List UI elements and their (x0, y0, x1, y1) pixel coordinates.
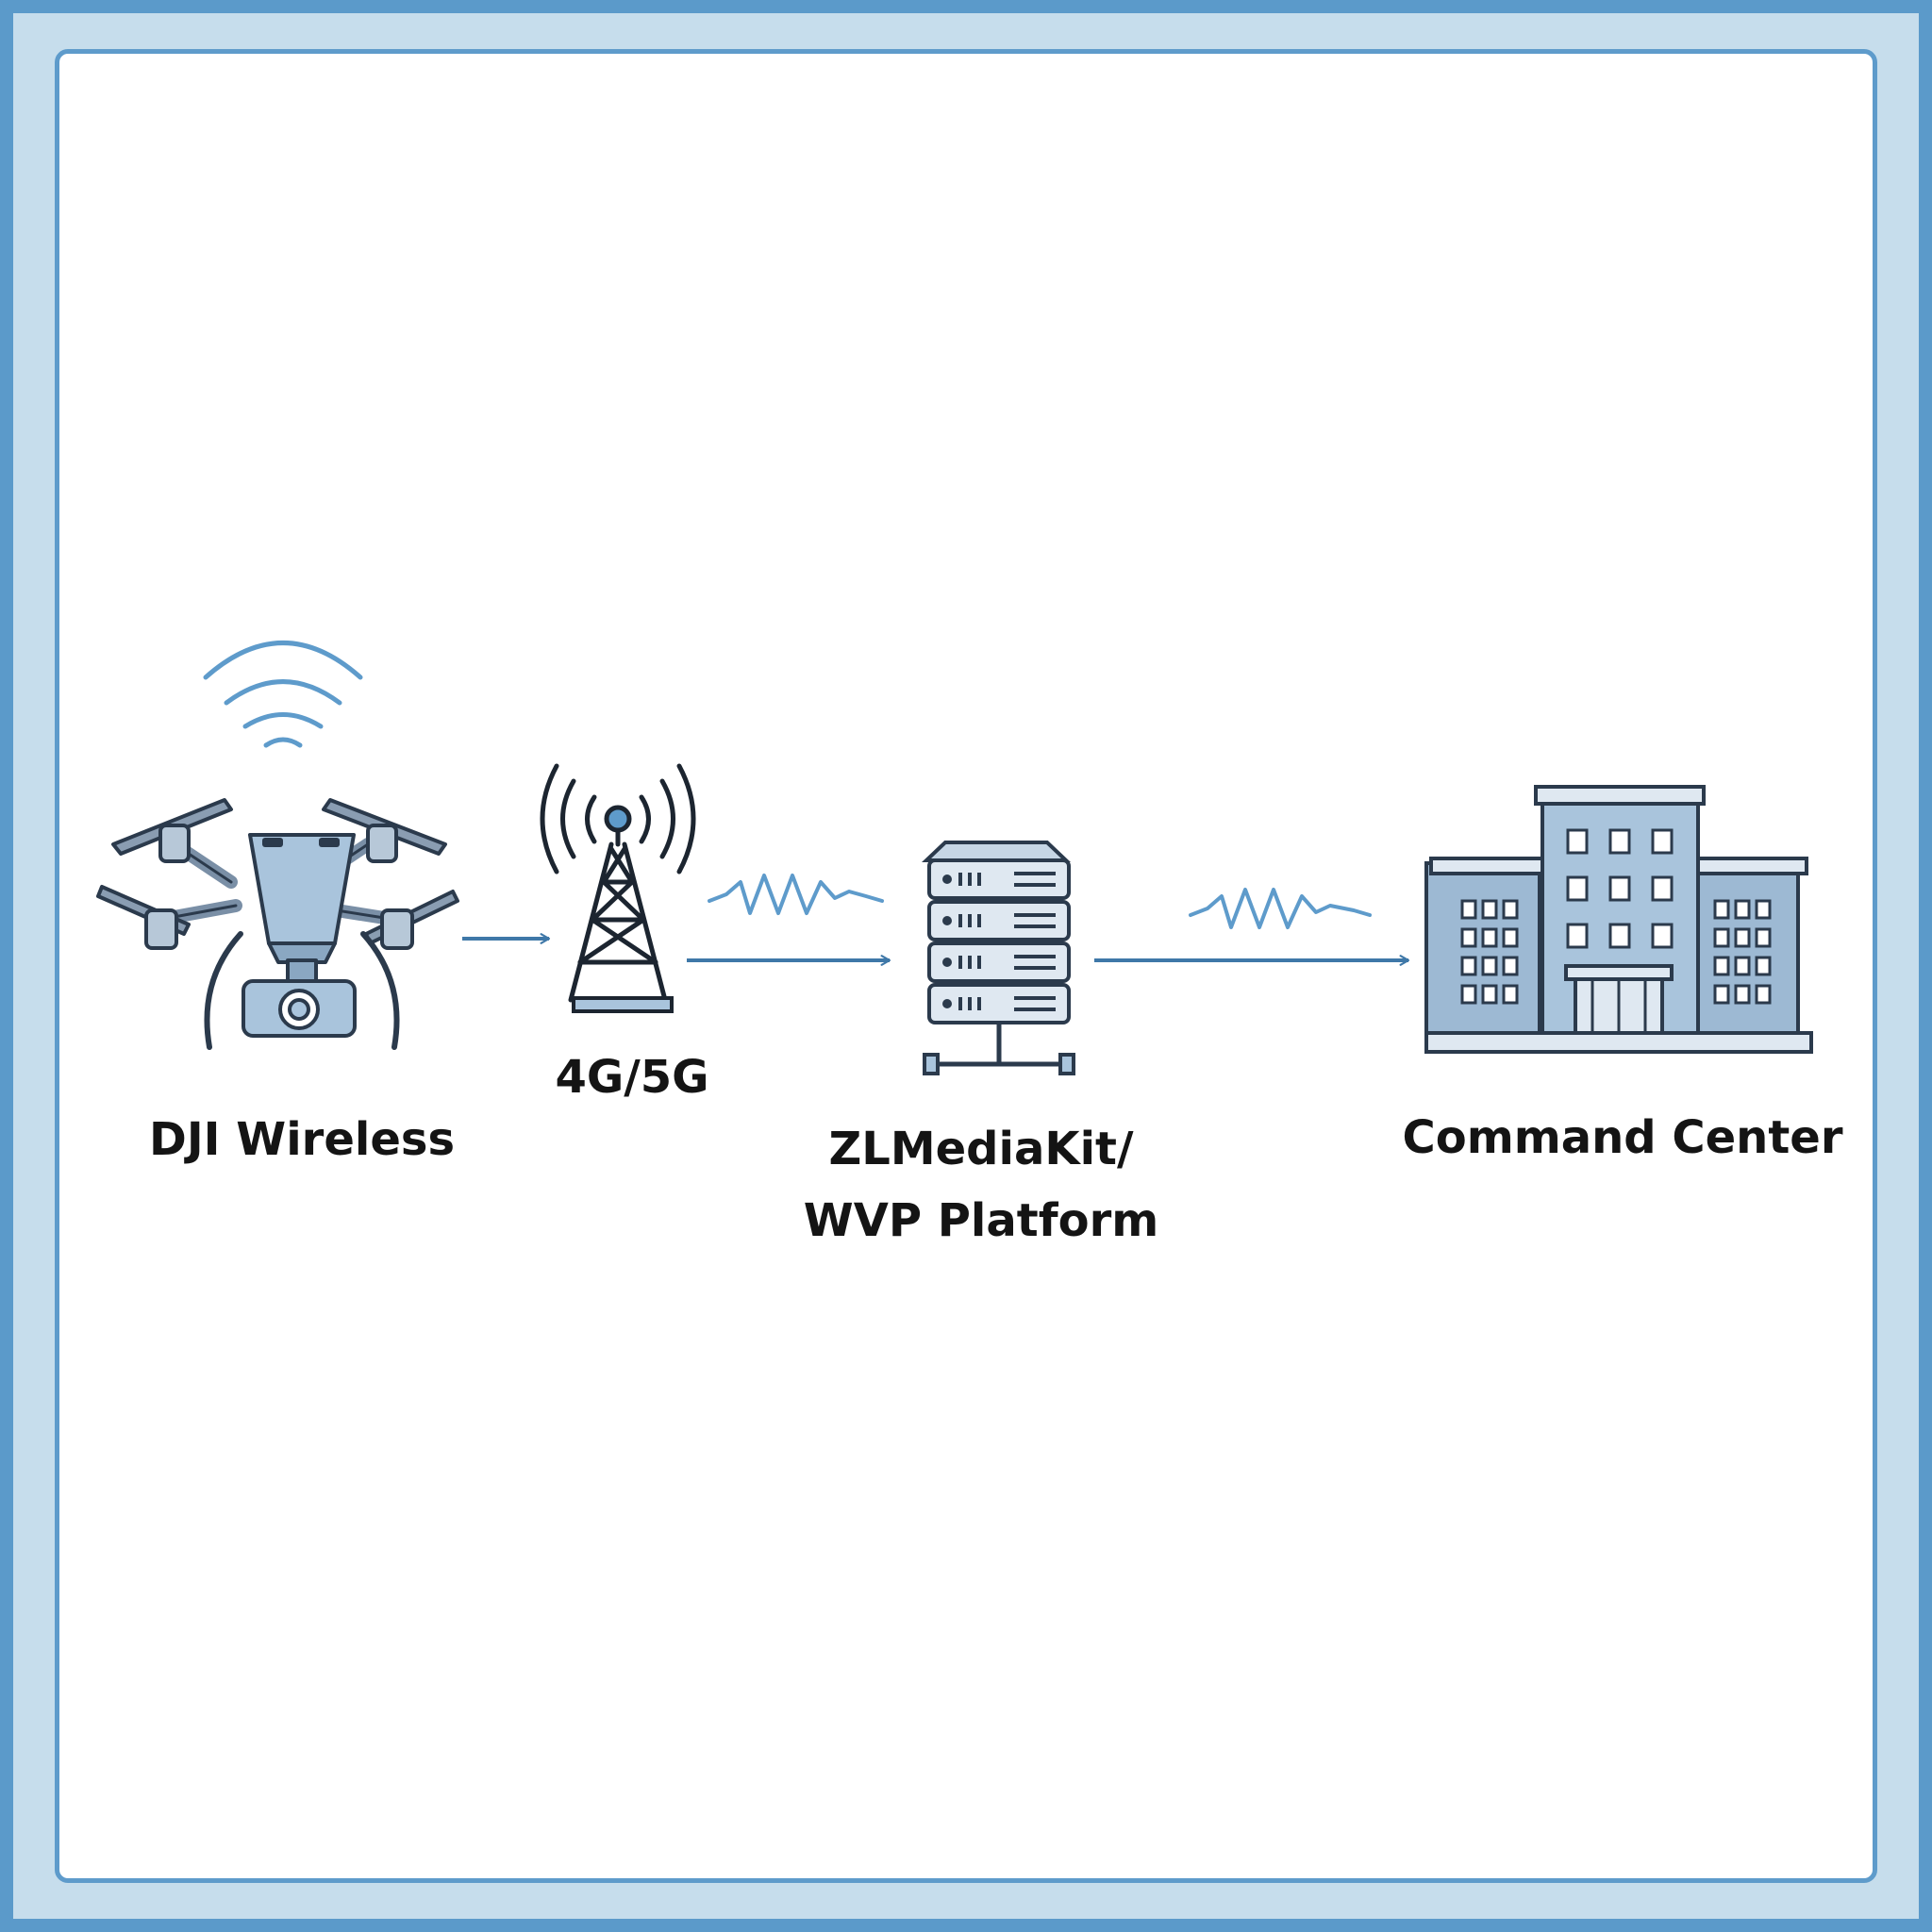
node-label-server: ZLMediaKit/ WVP Platform (792, 1113, 1170, 1257)
edge-tower-to-server (687, 874, 891, 966)
label-line: Command Center (1402, 1111, 1843, 1164)
signal-wave (1189, 888, 1372, 929)
label-line: 4G/5G (555, 1051, 709, 1104)
node-label-tower: 4G/5G (519, 1041, 745, 1113)
wifi-signal-icon (203, 641, 363, 748)
signal-wave (708, 874, 884, 915)
label-line: DJI Wireless (148, 1113, 456, 1166)
server-unit (927, 858, 1071, 1024)
node-label-drone: DJI Wireless (113, 1104, 491, 1175)
node-label-building: Command Center (1387, 1102, 1858, 1174)
edge-server-to-building (1094, 888, 1410, 966)
server-icon (921, 841, 1075, 1075)
label-line: WVP Platform (803, 1194, 1159, 1247)
drone-icon (96, 641, 459, 1050)
cell-tower-icon (540, 763, 696, 1013)
label-line: ZLMediaKit/ (828, 1123, 1134, 1175)
building-icon (1424, 785, 1813, 1054)
